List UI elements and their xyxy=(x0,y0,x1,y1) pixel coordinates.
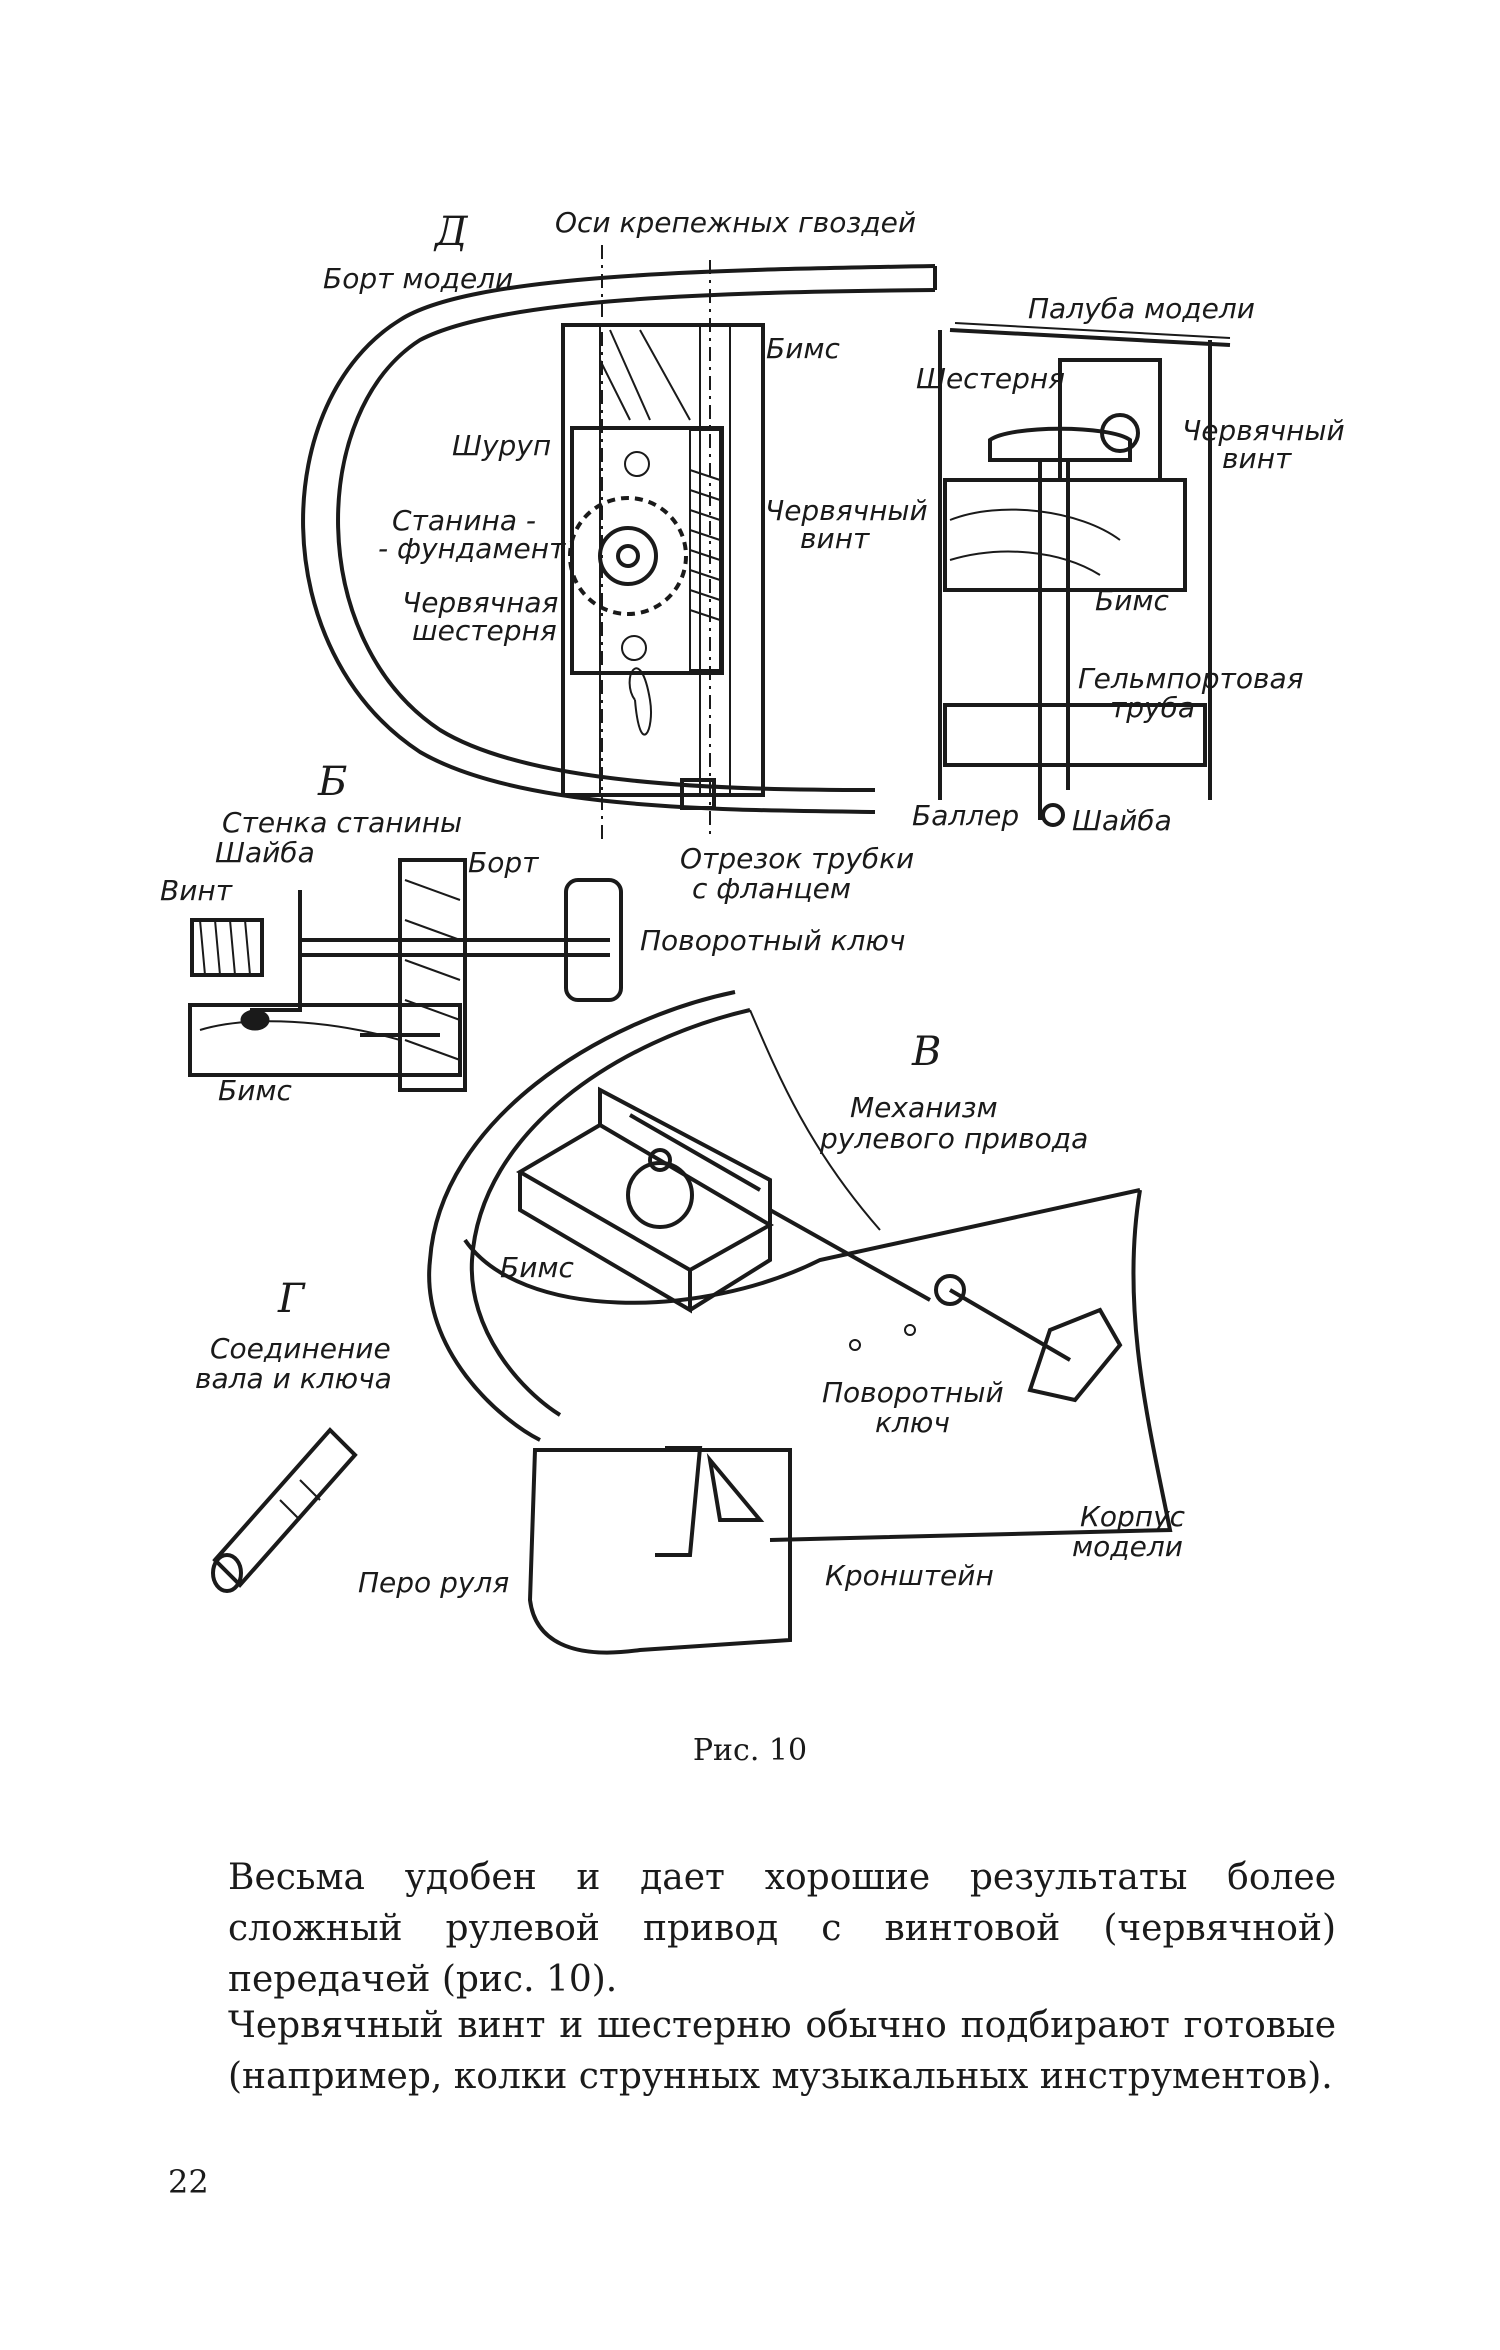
label-screw: Шуруп xyxy=(452,429,551,462)
panel-b-drawing xyxy=(188,858,623,1092)
label-beam-v: Бимс xyxy=(500,1251,575,1284)
label-model-hull-1: Корпус xyxy=(1080,1500,1186,1533)
label-side-b: Борт xyxy=(468,846,539,879)
label-mechanism-2: рулевого привода xyxy=(819,1122,1088,1155)
label-base-frame-2: - фундамент xyxy=(378,532,566,565)
label-worm-screw-1: Червячный xyxy=(765,494,928,527)
label-model-side: Борт модели xyxy=(323,262,513,295)
label-joint-1: Соединение xyxy=(210,1332,391,1365)
label-base-frame-1: Станина - xyxy=(392,504,536,537)
label-rudder-blade: Перо руля xyxy=(358,1566,509,1599)
label-worm-screw-2: винт xyxy=(800,522,870,555)
figure-labels: Д Оси крепежных гвоздей Борт модели Палу… xyxy=(160,206,1345,1599)
body-paragraph-1: Весьма удобен и дает хорошие результаты … xyxy=(228,1857,1336,2000)
label-panel-a: Д xyxy=(433,209,469,255)
label-helm-tube-1: Гельмпортовая xyxy=(1078,662,1304,695)
body-paragraph-2: Червячный винт и шестерню обычно подбира… xyxy=(228,2005,1336,2097)
label-helm-tube-2: труба xyxy=(1110,691,1195,724)
label-rudder-stock: Баллер xyxy=(912,799,1019,832)
label-joint-2: вала и ключа xyxy=(195,1362,392,1395)
label-model-deck: Палуба модели xyxy=(1028,292,1255,325)
label-gear-a: Шестерня xyxy=(916,362,1065,395)
label-nail-axes: Оси крепежных гвоздей xyxy=(555,206,916,239)
panel-g-drawing xyxy=(211,1427,358,1593)
panel-a-side-view xyxy=(938,322,1231,827)
label-beam-a: Бимс xyxy=(766,332,841,365)
label-turn-key-b: Поворотный ключ xyxy=(640,924,905,957)
panel-a-drawing xyxy=(301,245,937,840)
label-panel-b: Б xyxy=(317,759,347,805)
label-turn-key-v1: Поворотный xyxy=(822,1376,1004,1409)
label-worm-screw-r1: Червячный xyxy=(1182,414,1345,447)
label-worm-screw-r2: винт xyxy=(1222,442,1292,475)
label-screw-b: Винт xyxy=(160,874,233,907)
label-mechanism-1: Механизм xyxy=(850,1091,998,1124)
panel-v-drawing xyxy=(427,990,1173,1655)
label-beam-b: Бимс xyxy=(218,1074,293,1107)
figure-caption: Рис. 10 xyxy=(692,1733,808,1768)
label-panel-v: В xyxy=(911,1029,941,1075)
label-bracket: Кронштейн xyxy=(825,1559,994,1592)
figure-10-steering-drive: Д Оси крепежных гвоздей Борт модели Палу… xyxy=(160,206,1345,1655)
label-worm-gear-2: шестерня xyxy=(412,614,557,647)
label-model-hull-2: модели xyxy=(1072,1530,1183,1563)
label-worm-gear-1: Червячная xyxy=(402,586,558,619)
label-tube-piece-2: с фланцем xyxy=(692,872,851,905)
label-panel-g: Г xyxy=(277,1276,306,1322)
label-turn-key-v2: ключ xyxy=(875,1406,950,1439)
label-washer-r: Шайба xyxy=(1072,804,1172,837)
label-washer-b: Шайба xyxy=(215,836,315,869)
label-frame-wall: Стенка станины xyxy=(222,806,462,839)
page-number: 22 xyxy=(168,2163,209,2201)
label-beam-r: Бимс xyxy=(1095,584,1170,617)
label-tube-piece-1: Отрезок трубки xyxy=(680,842,914,875)
